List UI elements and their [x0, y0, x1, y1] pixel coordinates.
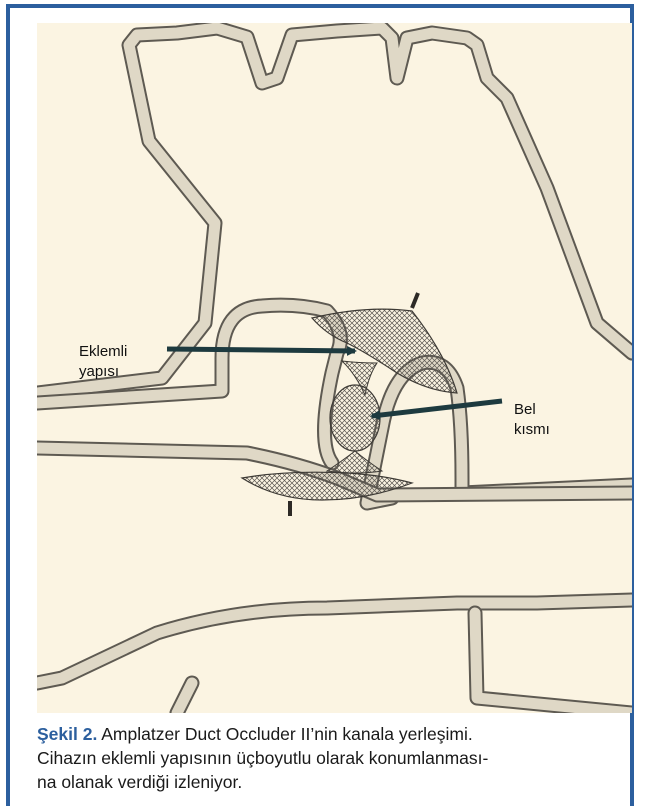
caption-line-2: Cihazın eklemli yapısının üçboyutlu olar… — [37, 746, 632, 770]
caption-line1-text: Amplatzer Duct Occluder II’nin kanala ye… — [101, 724, 473, 744]
figure-label: Şekil 2. — [37, 724, 97, 744]
hinge-label: Eklemli yapısı — [79, 342, 127, 382]
waist-label-line2: kısmı — [514, 420, 550, 440]
waist-label-line1: Bel — [514, 400, 550, 420]
occluder-device — [242, 293, 457, 516]
hinge-arrow — [167, 349, 355, 351]
illustration-panel: Eklemli yapısı Bel kısmı — [37, 23, 632, 713]
lower-vessel-wall — [37, 600, 632, 713]
device-delivery-pin-top — [412, 293, 418, 308]
hinge-label-line1: Eklemli — [79, 342, 127, 362]
hinge-label-line2: yapısı — [79, 362, 127, 382]
caption-line-3: na olanak verdiği izleniyor. — [37, 770, 632, 794]
waist-label: Bel kısmı — [514, 400, 550, 440]
caption-line-1: Şekil 2. Amplatzer Duct Occluder II’nin … — [37, 722, 632, 746]
figure-caption: Şekil 2. Amplatzer Duct Occluder II’nin … — [37, 722, 632, 794]
figure-frame: Eklemli yapısı Bel kısmı Şekil 2. Amplat… — [6, 4, 634, 806]
